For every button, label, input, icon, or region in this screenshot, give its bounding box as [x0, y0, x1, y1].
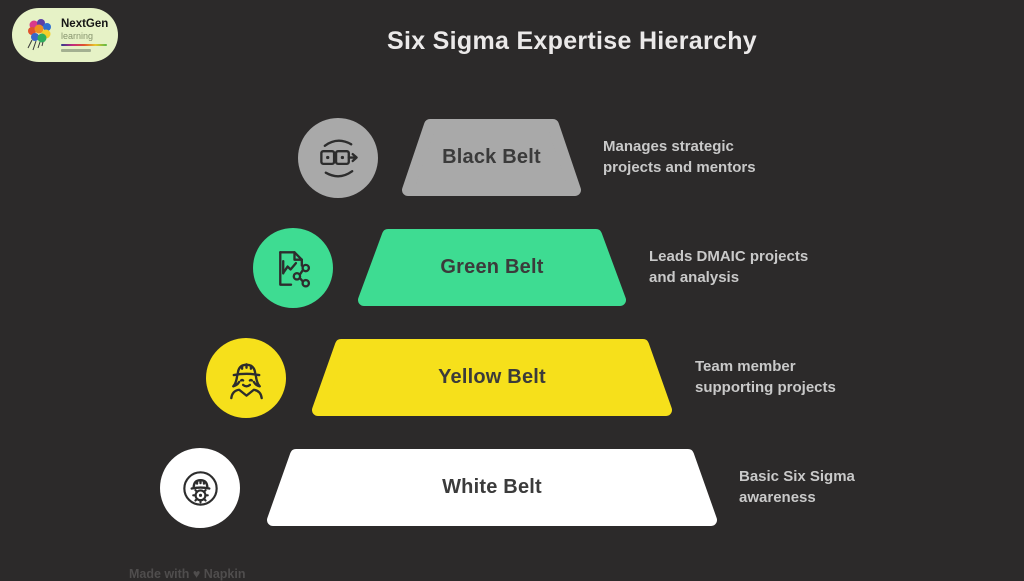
- level-icon-badge: [160, 448, 240, 528]
- level-label: Green Belt: [440, 256, 544, 278]
- engineer-gear-icon: [182, 470, 218, 506]
- level-description: Leads DMAIC projects and analysis: [649, 248, 809, 286]
- brain-logo-icon: [27, 19, 51, 51]
- level-label: Yellow Belt: [438, 366, 546, 388]
- hierarchy-level-yellow-belt: Yellow Belt Team member supporting proje…: [0, 338, 1024, 418]
- level-icon-badge: [253, 228, 333, 308]
- nextgen-logo: NextGen learning: [12, 8, 118, 62]
- level-icon-badge: [206, 338, 286, 418]
- level-description: Basic Six Sigma awareness: [739, 468, 855, 506]
- page-title: Six Sigma Expertise Hierarchy: [387, 27, 757, 55]
- worker-hardhat-icon: [229, 362, 263, 399]
- level-description: Team member supporting projects: [695, 358, 836, 396]
- report-share-icon: [278, 250, 310, 287]
- hierarchy-level-white-belt: White Belt Basic Six Sigma awareness: [0, 448, 1024, 528]
- hierarchy-level-black-belt: Black Belt Manages strategic projects an…: [0, 118, 1024, 198]
- logo-rainbow-line: [61, 44, 107, 47]
- level-icon-badge: [298, 118, 378, 198]
- logo-brand: NextGen: [61, 18, 109, 31]
- level-label: White Belt: [442, 476, 542, 498]
- level-description: Manages strategic projects and mentors: [603, 138, 756, 176]
- level-trapezoid: Green Belt: [356, 228, 628, 307]
- watermark: Made with ♥ Napkin: [129, 567, 246, 581]
- level-trapezoid: White Belt: [265, 448, 719, 527]
- level-label: Black Belt: [442, 146, 541, 168]
- level-trapezoid: Black Belt: [400, 118, 583, 197]
- hierarchy-level-green-belt: Green Belt Leads DMAIC projects and anal…: [0, 228, 1024, 308]
- logo-sub: learning: [61, 31, 94, 42]
- level-trapezoid: Yellow Belt: [310, 338, 674, 417]
- logo-micro-text: [61, 49, 91, 52]
- process-cycle-icon: [319, 139, 358, 177]
